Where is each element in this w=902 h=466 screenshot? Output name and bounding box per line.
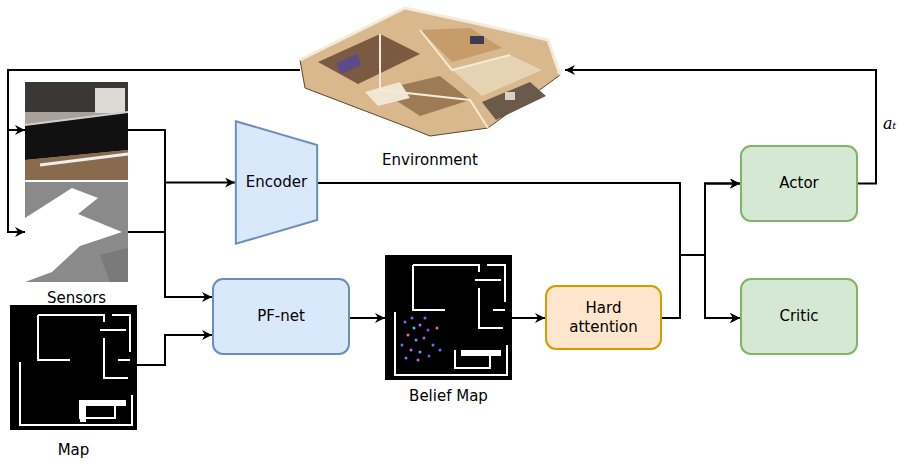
sensor-images: Sensors	[25, 82, 128, 282]
connector-line	[512, 317, 545, 319]
node-label: Actor	[779, 174, 818, 193]
node-label: Hard attention	[559, 299, 649, 337]
process-box: PF-net	[212, 278, 350, 355]
house-illustration	[300, 8, 560, 136]
node-label: PF-net	[257, 307, 305, 326]
connector-line	[128, 232, 212, 297]
environment-illustration: Environment	[300, 0, 560, 138]
connector	[137, 335, 212, 365]
connector	[128, 232, 212, 297]
rgb-image	[25, 82, 128, 180]
image-caption: Belief Map	[409, 387, 488, 406]
attention-box: Hard attention	[545, 285, 662, 350]
connector	[318, 183, 740, 318]
connector	[128, 130, 235, 232]
depth-image	[25, 182, 128, 282]
connector-line	[350, 317, 385, 319]
connector	[662, 255, 740, 318]
connector-line	[128, 130, 235, 183]
critic-box: Critic	[740, 278, 858, 355]
connector-branch	[128, 183, 165, 233]
node-label: Encoder	[246, 173, 307, 192]
connector-line	[137, 335, 212, 365]
connector-branch	[8, 130, 25, 232]
map-image	[10, 305, 137, 430]
map-image: Map	[10, 305, 137, 430]
connector	[662, 184, 740, 319]
image-caption: Map	[58, 441, 90, 460]
trapezoid-shape	[236, 121, 317, 244]
particle-cloud	[401, 317, 442, 362]
connector-line	[318, 183, 740, 318]
connector	[512, 318, 545, 319]
encoder-trapezoid: Encoder	[235, 120, 318, 245]
connector-line	[318, 183, 740, 255]
belief-map-image: Belief Map	[385, 255, 512, 380]
actor-box: Actor	[740, 145, 858, 222]
connector-line	[8, 70, 300, 130]
connector-line	[662, 255, 740, 318]
image-caption: Environment	[382, 151, 478, 170]
belief-map-image	[385, 255, 512, 380]
connector	[350, 318, 385, 319]
node-label: Critic	[779, 307, 818, 326]
connector-line	[662, 184, 740, 319]
image-caption: Sensors	[47, 289, 106, 308]
connector	[318, 183, 740, 255]
edge-label: aₜ	[882, 114, 897, 133]
